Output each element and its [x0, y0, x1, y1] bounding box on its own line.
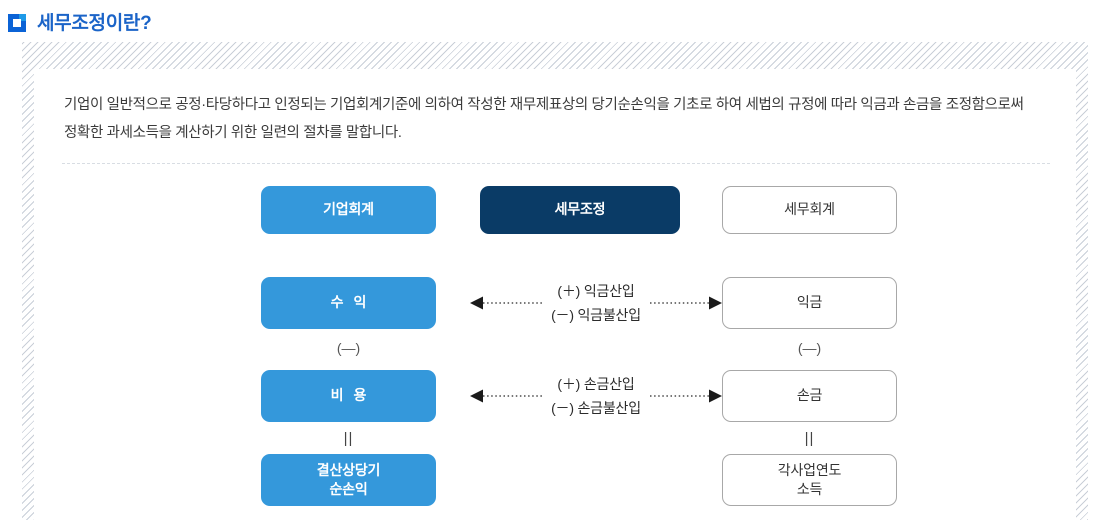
arrow-left-icon: [470, 389, 542, 402]
operator-right-minus: (—): [797, 339, 822, 356]
intro-paragraph: 기업이 일반적으로 공정·타당하다고 인정되는 기업회계기준에 의하여 작성한 …: [64, 96, 1024, 141]
box-taxable-income-line2: 소득: [796, 480, 823, 497]
arrow-left-icon: [470, 296, 542, 309]
box-expense: 비 용: [261, 369, 436, 422]
header-box-tax-adjustment: 세무조정: [480, 185, 680, 234]
operator-left-equals: ||: [343, 429, 354, 447]
adjustment-labels-expense: (＋) 손금산입 (－) 손금불산입: [542, 372, 650, 420]
content-panel: 기업이 일반적으로 공정·타당하다고 인정되는 기업회계기준에 의하여 작성한 …: [22, 42, 1088, 523]
diagram-header-left-wrap: 기업회계: [261, 185, 436, 234]
diagram-header-right-wrap: 세무회계: [722, 185, 897, 234]
row2-right-wrap: 손금: [722, 369, 897, 422]
arrow-right-icon: [650, 296, 722, 309]
row1-left-wrap: 수 익: [261, 276, 436, 329]
tax-adjustment-diagram: 기업회계 세무조정 세무회계 수 익 익금: [34, 185, 1076, 516]
arrow-right-icon: [650, 389, 722, 402]
header-box-tax-accounting: 세무회계: [722, 185, 897, 234]
square-bullet-icon: [8, 14, 26, 32]
box-revenue: 수 익: [261, 276, 436, 329]
row3-left-wrap: 결산상당기 순손익: [261, 453, 436, 506]
label-expense-inclusion: (＋) 손금산입: [557, 375, 635, 392]
box-net-income-line1: 결산상당기: [316, 461, 381, 478]
box-net-income-for-period: 결산상당기 순손익: [261, 453, 436, 506]
box-deductible-expense: 손금: [722, 369, 897, 422]
operator-left-minus: (—): [336, 339, 361, 356]
page-header: 세무조정이란?: [0, 0, 1110, 38]
box-taxable-income-per-year: 각사업연도 소득: [722, 453, 897, 506]
header-box-corporate-accounting: 기업회계: [261, 185, 436, 234]
label-income-exclusion: (－) 익금불산입: [551, 306, 641, 323]
operator-right-equals: ||: [804, 429, 815, 447]
adjustment-group-income: (＋) 익금산입 (－) 익금불산입: [470, 279, 722, 327]
page-title: 세무조정이란?: [37, 12, 152, 34]
adjustment-group-expense: (＋) 손금산입 (－) 손금불산입: [470, 372, 722, 420]
label-income-inclusion: (＋) 익금산입: [557, 282, 635, 299]
row1-right-wrap: 익금: [722, 276, 897, 329]
box-gross-income: 익금: [722, 276, 897, 329]
label-expense-exclusion: (－) 손금불산입: [551, 399, 641, 416]
box-net-income-line2: 순손익: [329, 480, 368, 497]
diagram-header-center-wrap: 세무조정: [480, 185, 680, 234]
adjustment-labels-income: (＋) 익금산입 (－) 익금불산입: [542, 279, 650, 327]
row2-left-wrap: 비 용: [261, 369, 436, 422]
content-panel-inner: 기업이 일반적으로 공정·타당하다고 인정되는 기업회계기준에 의하여 작성한 …: [34, 68, 1076, 523]
box-taxable-income-line1: 각사업연도: [777, 461, 842, 478]
section-divider: [62, 162, 1050, 164]
row3-right-wrap: 각사업연도 소득: [722, 453, 897, 506]
